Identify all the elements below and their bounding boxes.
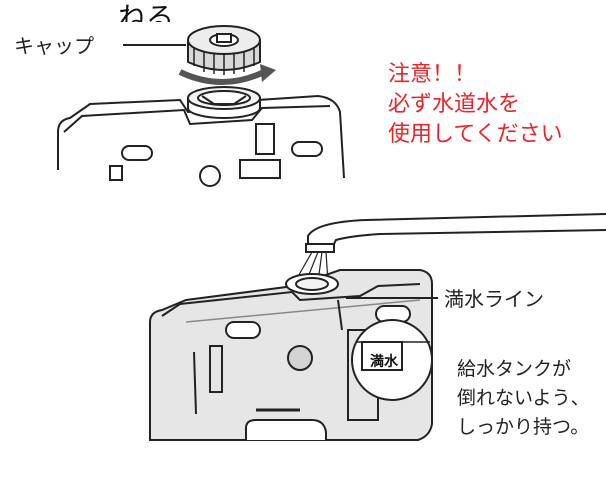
full-line-badge: 満水 [370,354,398,370]
hold-tank-note: 給水タンクが 倒れないよう、 しっかり持つ。 [457,358,590,438]
header-fragment: ねる [118,4,175,22]
cap-figure [178,25,276,119]
cap-label: キャップ [14,34,94,58]
top-tank-figure [57,94,345,187]
zoom-callout [351,319,433,401]
water-notice: 注意！！ 必ず水道水を 使用してください [388,62,563,147]
faucet-figure [285,213,606,295]
bottom-tank-figure [149,269,433,441]
full-line-label: 満水ライン [444,287,544,311]
